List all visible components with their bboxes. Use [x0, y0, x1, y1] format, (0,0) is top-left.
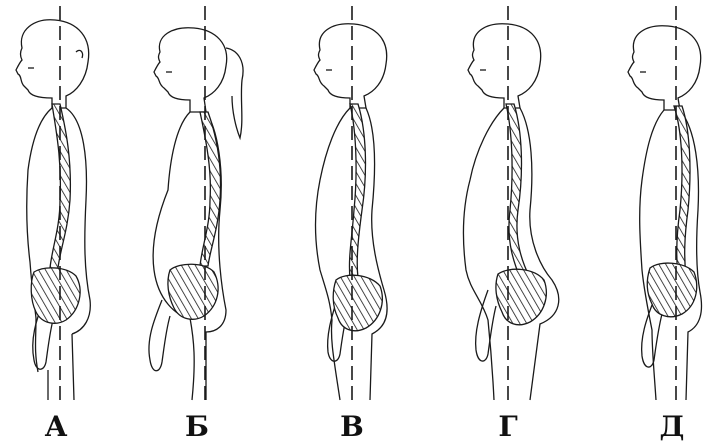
legs-a — [48, 334, 74, 400]
head-outline-b — [154, 28, 227, 112]
figure-v — [314, 6, 387, 400]
body-front-g — [463, 108, 504, 400]
pelvis-d — [647, 263, 696, 317]
body-back-v — [366, 108, 387, 400]
figure-b — [149, 6, 243, 400]
figure-label-b: Б — [177, 412, 217, 442]
arm-b — [149, 300, 170, 371]
pelvis-g — [496, 269, 546, 325]
body-front-v — [316, 108, 351, 400]
spine-b — [200, 112, 221, 266]
ear-a — [76, 50, 83, 58]
body-front-d — [640, 110, 664, 400]
figure-label-d: Д — [652, 412, 692, 442]
spine-g — [506, 104, 530, 282]
body-front-a — [27, 108, 52, 372]
figure-d — [628, 6, 702, 400]
figure-a — [16, 6, 90, 400]
pelvis-v — [333, 275, 382, 331]
ponytail-b — [226, 48, 243, 138]
head-outline-d — [628, 26, 701, 110]
head-outline-v — [314, 24, 387, 108]
body-front-b — [153, 112, 194, 400]
figure-label-v: В — [332, 412, 372, 442]
body-back-g — [520, 108, 559, 400]
pelvis-b — [168, 264, 218, 319]
figure-g — [463, 6, 558, 400]
head-outline-g — [468, 24, 541, 108]
head-outline-a — [16, 20, 89, 108]
figure-label-g: Г — [488, 412, 528, 442]
pelvis-a — [31, 268, 80, 323]
figure-label-a: А — [36, 412, 76, 442]
arm-g — [476, 290, 496, 361]
